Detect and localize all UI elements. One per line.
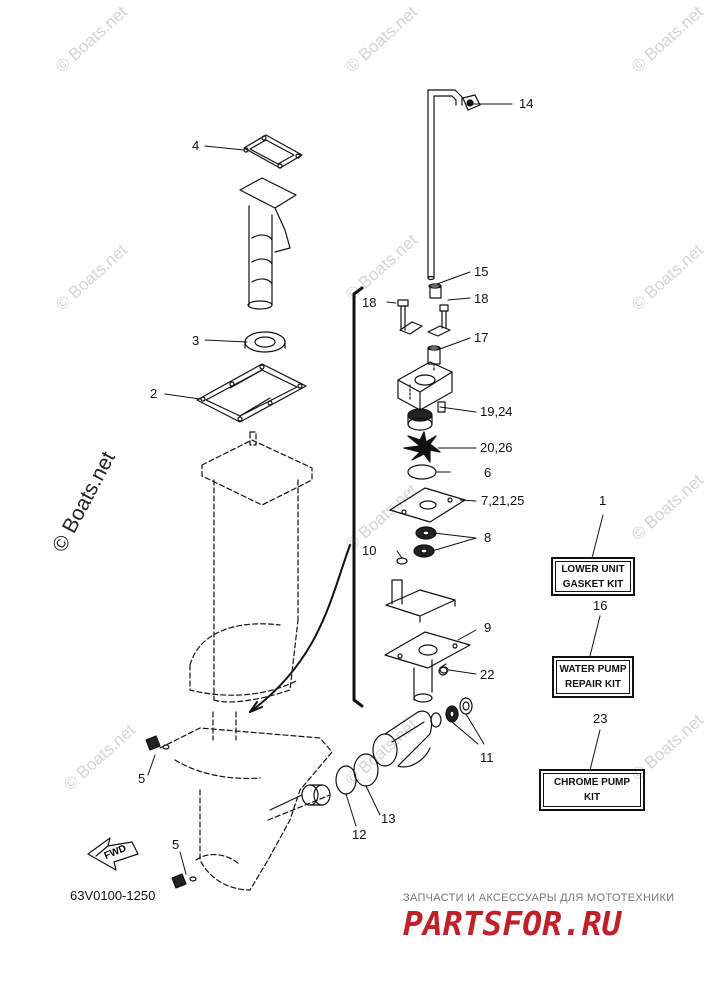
propeller-shaft-part	[269, 784, 331, 811]
callout-9: 9	[484, 620, 492, 635]
lower-unit-gasket-kit-box[interactable]: LOWER UNIT GASKET KIT	[551, 557, 635, 596]
lower-gasket-part	[196, 363, 307, 423]
upper-water-tube	[239, 177, 297, 310]
kit-label: CHROME PUMP	[553, 777, 631, 788]
callout-5: 5	[172, 837, 180, 852]
kit-label: KIT	[583, 792, 601, 803]
callout-16: 16	[593, 598, 608, 613]
upper-gasket-part	[243, 134, 303, 169]
kit-label: GASKET KIT	[562, 578, 624, 590]
callout-8: 8	[484, 530, 492, 545]
lower-plate-part	[384, 631, 471, 669]
o-ring-part	[353, 753, 379, 787]
callout-4: 4	[192, 138, 200, 153]
callout-5: 5	[138, 771, 146, 786]
plug-part	[439, 666, 449, 674]
callout-18: 18	[362, 295, 377, 310]
pump-base-part	[385, 579, 456, 623]
insert-part	[427, 345, 441, 373]
shop-logo: PARTSFOR.RU	[403, 904, 622, 943]
leader-lines	[147, 103, 604, 875]
assembly-arrow	[249, 544, 351, 713]
callout-20-26: 20,26	[480, 440, 513, 455]
callout-23: 23	[593, 711, 608, 726]
forward-arrow-icon	[87, 837, 139, 871]
kit-label: WATER PUMP	[559, 664, 627, 675]
water-pump-repair-kit-box[interactable]: WATER PUMP REPAIR KIT	[552, 656, 634, 698]
kit-label: REPAIR KIT	[565, 679, 621, 690]
callout-14: 14	[519, 96, 534, 111]
o-ring-part	[335, 765, 357, 795]
pump-housing-part	[397, 361, 453, 411]
drain-plug-part	[145, 735, 197, 889]
bolt-part	[397, 299, 451, 337]
grommet-part	[428, 283, 442, 299]
callout-17: 17	[474, 330, 489, 345]
callout-7-21-25: 7,21,25	[481, 493, 525, 508]
o-ring-part	[407, 464, 437, 480]
small-ring-part	[396, 557, 408, 565]
impeller-part	[403, 431, 441, 463]
callout-19-24: 19,24	[480, 404, 513, 419]
callout-11: 11	[480, 750, 494, 765]
callout-12: 12	[352, 827, 367, 842]
callout-2: 2	[150, 386, 158, 401]
lower-unit-housing	[159, 431, 333, 891]
oil-seal-part	[430, 697, 473, 728]
callout-18: 18	[474, 291, 489, 306]
pump-cup-part	[407, 401, 446, 431]
kit-label: LOWER UNIT	[561, 563, 625, 575]
diagram-part-number: 63V0100-1250	[70, 888, 156, 903]
callout-3: 3	[192, 333, 200, 348]
bearing-housing-part	[372, 710, 433, 768]
water-tube-part	[427, 89, 481, 281]
callout-15: 15	[474, 264, 489, 279]
callout-1: 1	[599, 493, 607, 508]
callout-10: 10	[362, 543, 377, 558]
seal-part	[244, 331, 286, 353]
chrome-pump-kit-box[interactable]: CHROME PUMP KIT	[539, 769, 645, 811]
group-bracket	[352, 286, 364, 708]
bearing-part	[413, 526, 437, 558]
callout-13: 13	[381, 811, 396, 826]
shop-tagline: ЗАПЧАСТИ И АКСЕССУАРЫ ДЛЯ МОТОТЕХНИКИ	[403, 892, 675, 904]
callout-6: 6	[484, 465, 492, 480]
callout-22: 22	[480, 667, 495, 682]
outer-plate-part	[389, 487, 466, 523]
